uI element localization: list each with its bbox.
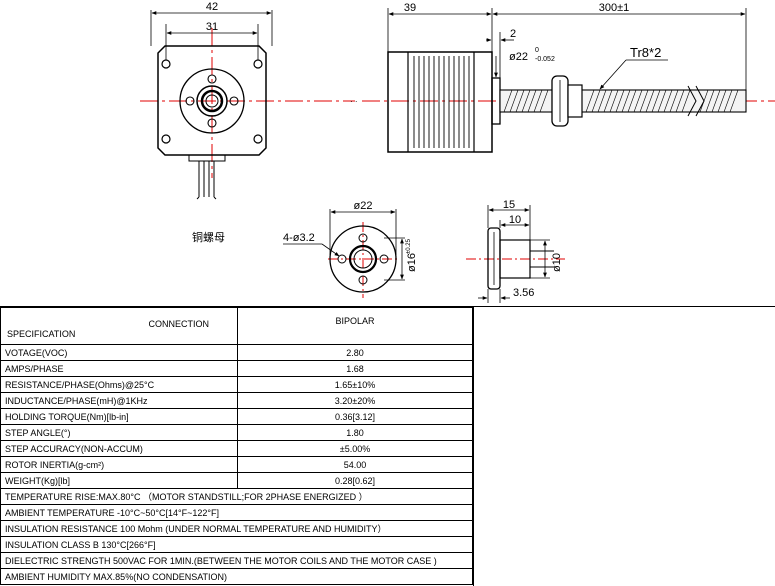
- dim-nut-diameter: ø22: [354, 200, 373, 212]
- table-row: STEP ANGLE(°)1.80: [0, 424, 473, 441]
- spec-label: AMPS/PHASE: [0, 360, 238, 377]
- nut-flange-circle: [179, 68, 245, 134]
- dim-nut-pcd-tol: ±0.25: [406, 238, 412, 254]
- cooling-fins: [413, 56, 470, 148]
- table-row: ROTOR INERTIA(g-cm²)54.00: [0, 456, 473, 473]
- nut-outer-circle: [329, 225, 397, 293]
- note-row: TEMPERATURE RISE:MAX.80°C （MOTOR STANDST…: [0, 488, 473, 505]
- spec-table-header: CONNECTION SPECIFICATION BIPOLAR: [0, 307, 473, 345]
- spec-value: 0.36[3.12]: [237, 408, 473, 425]
- spec-header-cell: CONNECTION SPECIFICATION: [0, 307, 238, 345]
- spec-value: 1.65±10%: [237, 376, 473, 393]
- dim-boss-tol-lower: -0.052: [535, 56, 555, 63]
- mount-hole-br: [253, 134, 263, 144]
- dim-nut-pcd: ø16: [406, 253, 418, 272]
- connection-header: CONNECTION: [148, 319, 210, 329]
- note-row: AMBIENT TEMPERATURE -10°C~50°C[14°F~122°…: [0, 504, 473, 521]
- mount-hole-tr: [253, 59, 263, 69]
- motor-body-side: [387, 51, 493, 153]
- nut-side-body: [499, 239, 531, 279]
- nut-hole-left: [337, 254, 347, 264]
- dim-nut-body-length: 10: [509, 214, 521, 226]
- spec-table: CONNECTION SPECIFICATION BIPOLAR VOTAGE(…: [0, 307, 473, 585]
- spec-value: 0.28[0.62]: [237, 472, 473, 489]
- table-row: STEP ACCURACY(NON-ACCUM)±5.00%: [0, 440, 473, 457]
- mount-hole-bl: [161, 134, 171, 144]
- note-row: DIELECTRIC STRENGTH 500VAC FOR 1MIN.(BET…: [0, 552, 473, 569]
- table-right-rule: [473, 307, 474, 586]
- motor-side-view: 39 300±1 2 ø22 0 -0.052 Tr8*2: [362, 2, 775, 153]
- nut-label-cn: 铜螺母: [192, 230, 225, 244]
- spec-value: 3.20±20%: [237, 392, 473, 409]
- separator-dots: · ·: [350, 97, 358, 106]
- spec-label: WEIGHT(Kg)[lb]: [0, 472, 238, 489]
- spec-note: DIELECTRIC STRENGTH 500VAC FOR 1MIN.(BET…: [0, 552, 473, 569]
- screw-nut-body: [567, 84, 583, 118]
- screw-thread-hatch: [503, 89, 739, 113]
- dim-boss-width: 2: [510, 28, 516, 40]
- motor-housing-outline: [157, 45, 267, 156]
- dim-motor-length: 39: [404, 2, 416, 14]
- motor-front-view: 42 31: [140, 1, 355, 200]
- spec-note: AMBIENT TEMPERATURE -10°C~50°C[14°F~122°…: [0, 504, 473, 521]
- technical-drawing: 42 31 · ·: [140, 1, 775, 303]
- dim-front-width-outer: 42: [206, 1, 218, 13]
- table-row: HOLDING TORQUE(Nm)[lb-in]0.36[3.12]: [0, 408, 473, 425]
- dim-nut-total: 15: [503, 199, 515, 211]
- note-row: AMBIENT HUMIDITY MAX.85%(NO CONDENSATION…: [0, 568, 473, 585]
- mount-hole-tl: [161, 59, 171, 69]
- spec-value: ±5.00%: [237, 440, 473, 457]
- note-row: INSULATION CLASS B 130°C[266°F]: [0, 536, 473, 553]
- spec-note: TEMPERATURE RISE:MAX.80°C （MOTOR STANDST…: [0, 488, 473, 505]
- table-top-rule: [0, 306, 775, 307]
- spec-label: RESISTANCE/PHASE(Ohms)@25°C: [0, 376, 238, 393]
- spec-value: 2.80: [237, 344, 473, 361]
- connection-value: BIPOLAR: [237, 307, 473, 345]
- spec-label: VOTAGE(VOC): [0, 344, 238, 361]
- dim-front-width-inner: 31: [206, 21, 218, 33]
- nut-side-view: 15 10 ø10 3.56: [466, 199, 565, 303]
- spec-note: INSULATION CLASS B 130°C[266°F]: [0, 536, 473, 553]
- dim-nut-body-diameter: ø10: [551, 253, 563, 272]
- spec-label: STEP ACCURACY(NON-ACCUM): [0, 440, 238, 457]
- wire-connector: [188, 154, 226, 162]
- note-row: INSULATION RESISTANCE 100 Mohm (UNDER NO…: [0, 520, 473, 537]
- spec-note: AMBIENT HUMIDITY MAX.85%(NO CONDENSATION…: [0, 568, 473, 585]
- spec-value: 1.80: [237, 424, 473, 441]
- table-row: VOTAGE(VOC)2.80: [0, 344, 473, 361]
- spec-note: INSULATION RESISTANCE 100 Mohm (UNDER NO…: [0, 520, 473, 537]
- thread-label: Tr8*2: [630, 45, 661, 60]
- spec-label: HOLDING TORQUE(Nm)[lb-in]: [0, 408, 238, 425]
- spec-value: 1.68: [237, 360, 473, 377]
- dim-boss-tol-upper: 0: [535, 47, 539, 54]
- spec-label: INDUCTANCE/PHASE(mH)@1KHz: [0, 392, 238, 409]
- dim-boss-diameter: ø22: [509, 51, 528, 63]
- spec-value: 54.00: [237, 456, 473, 473]
- spec-label: STEP ANGLE(°): [0, 424, 238, 441]
- dim-shaft-length: 300±1: [599, 2, 630, 14]
- shaft-break-symbol: [687, 85, 705, 117]
- dim-nut-holes: 4-ø3.2: [283, 232, 315, 244]
- table-row: WEIGHT(Kg)[lb]0.28[0.62]: [0, 472, 473, 489]
- specification-header: SPECIFICATION: [7, 329, 76, 339]
- spec-label: ROTOR INERTIA(g-cm²): [0, 456, 238, 473]
- nut-front-view: 铜螺母 ø22 4-ø3.2 ø16 ±0.25: [192, 200, 418, 298]
- dim-nut-flange: 3.56: [513, 287, 534, 299]
